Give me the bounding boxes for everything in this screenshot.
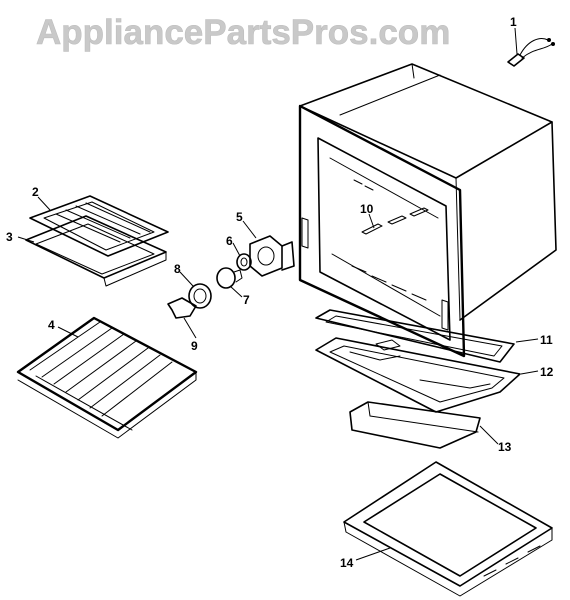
callout-10: 10 xyxy=(360,202,374,216)
callout-5: 5 xyxy=(236,210,243,224)
part-1-sensor-wire[interactable] xyxy=(507,38,555,67)
callout-2: 2 xyxy=(32,185,39,199)
part-9-lens-clip[interactable] xyxy=(167,297,197,319)
callout-14: 14 xyxy=(340,556,354,570)
part-11-bottom-panel[interactable] xyxy=(315,309,515,363)
watermark-text: AppliancePartsPros.com xyxy=(36,13,450,52)
callout-7: 7 xyxy=(243,293,250,307)
callout-8: 8 xyxy=(174,262,181,276)
callout-3: 3 xyxy=(6,230,13,244)
part-7-light-bulb[interactable] xyxy=(216,267,243,289)
part-12-tray[interactable] xyxy=(315,337,521,413)
part-4-oven-rack[interactable] xyxy=(16,316,198,439)
part-14-drawer[interactable] xyxy=(343,461,553,597)
callout-13: 13 xyxy=(498,440,512,454)
leader-lines xyxy=(17,27,539,561)
callout-6: 6 xyxy=(226,234,233,248)
part-8-lens-cover[interactable] xyxy=(188,283,212,309)
oven-cavity[interactable] xyxy=(298,63,557,358)
callout-9: 9 xyxy=(191,339,198,353)
part-5-light-socket[interactable] xyxy=(249,235,295,277)
callout-12: 12 xyxy=(540,365,554,379)
callout-11: 11 xyxy=(540,333,553,347)
callout-labels: 1 2 3 4 5 6 7 8 9 10 11 12 13 14 xyxy=(6,15,554,570)
part-13-bracket[interactable] xyxy=(349,401,481,449)
callout-4: 4 xyxy=(48,318,55,332)
part-3-broil-pan[interactable] xyxy=(25,215,167,287)
callout-1: 1 xyxy=(510,15,517,29)
part-6-socket-insert[interactable] xyxy=(236,253,252,271)
part-2-broil-grid[interactable] xyxy=(29,195,169,257)
